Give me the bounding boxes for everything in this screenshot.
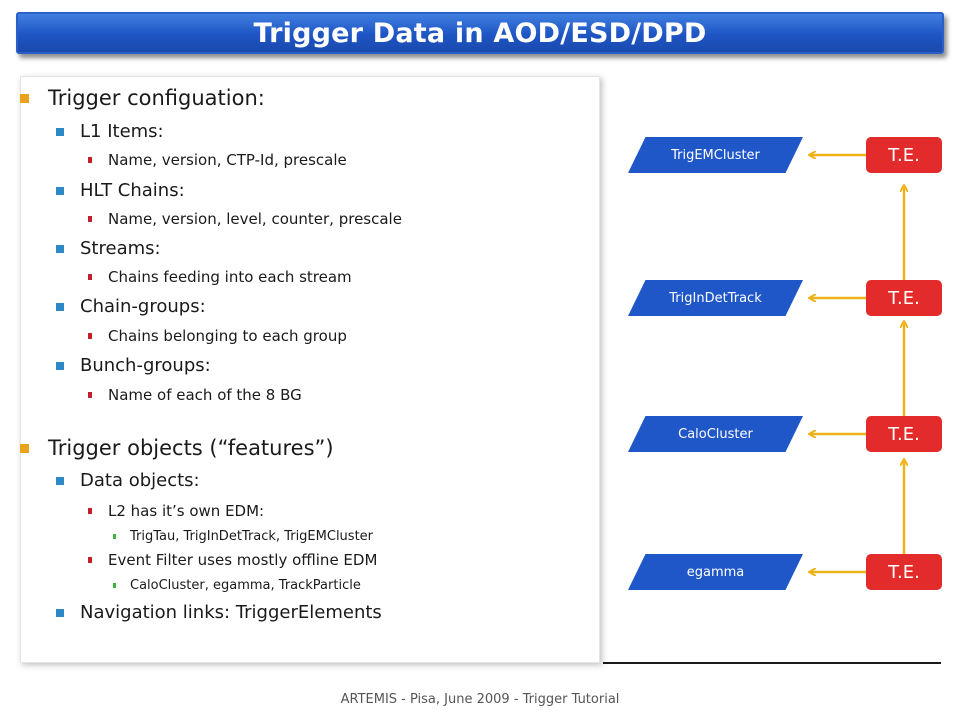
trigger-element-1: T.E. bbox=[866, 137, 942, 173]
bullet-square-icon bbox=[56, 477, 64, 485]
bullet-navigation-links: Navigation links: TriggerElements bbox=[56, 602, 382, 623]
bullet-square-icon bbox=[56, 245, 64, 253]
bullet-mark-icon bbox=[88, 216, 92, 222]
bullet-square-icon bbox=[56, 303, 64, 311]
slide-title-bar: Trigger Data in AOD/ESD/DPD bbox=[16, 12, 944, 54]
bullet-event-filter-detail: CaloCluster, egamma, TrackParticle bbox=[113, 578, 361, 593]
bullet-trigger-configuration: Trigger configuation: bbox=[20, 86, 265, 110]
bullet-chain-groups: Chain-groups: bbox=[56, 296, 206, 317]
bullet-l1-items-detail: Name, version, CTP-Id, prescale bbox=[88, 151, 347, 169]
bullet-square-icon bbox=[56, 609, 64, 617]
bullet-mark-icon bbox=[88, 557, 92, 563]
trigger-element-4: T.E. bbox=[866, 554, 942, 590]
bullet-trigger-objects: Trigger objects (“features”) bbox=[20, 436, 334, 460]
bullet-mark-icon bbox=[113, 534, 116, 539]
bullet-mark-icon bbox=[88, 274, 92, 280]
data-object-egamma: egamma bbox=[628, 554, 803, 590]
bullet-mark-icon bbox=[88, 333, 92, 339]
data-object-trigemcluster: TrigEMCluster bbox=[628, 137, 803, 173]
bullet-event-filter: Event Filter uses mostly offline EDM bbox=[88, 551, 377, 569]
bullet-streams: Streams: bbox=[56, 238, 161, 259]
content-panel bbox=[20, 76, 600, 663]
bullet-l2-edm: L2 has it’s own EDM: bbox=[88, 502, 264, 520]
slide-footer: ARTEMIS - Pisa, June 2009 - Trigger Tuto… bbox=[340, 692, 620, 707]
bullet-hlt-chains: HLT Chains: bbox=[56, 180, 185, 201]
bullet-square-icon bbox=[56, 187, 64, 195]
bottom-divider bbox=[603, 662, 941, 664]
bullet-hlt-chains-detail: Name, version, level, counter, prescale bbox=[88, 210, 402, 228]
data-object-calocluster: CaloCluster bbox=[628, 416, 803, 452]
bullet-bunch-groups-detail: Name of each of the 8 BG bbox=[88, 386, 302, 404]
data-object-trigindettrack: TrigInDetTrack bbox=[628, 280, 803, 316]
bullet-bunch-groups: Bunch-groups: bbox=[56, 355, 211, 376]
bullet-l1-items: L1 Items: bbox=[56, 121, 164, 142]
trigger-element-2: T.E. bbox=[866, 280, 942, 316]
bullet-chain-groups-detail: Chains belonging to each group bbox=[88, 327, 347, 345]
bullet-mark-icon bbox=[113, 583, 116, 588]
bullet-streams-detail: Chains feeding into each stream bbox=[88, 268, 352, 286]
bullet-square-icon bbox=[20, 444, 29, 453]
bullet-mark-icon bbox=[88, 508, 92, 514]
bullet-square-icon bbox=[56, 362, 64, 370]
bullet-mark-icon bbox=[88, 392, 92, 398]
bullet-mark-icon bbox=[88, 157, 92, 163]
bullet-square-icon bbox=[20, 94, 29, 103]
bullet-l2-edm-detail: TrigTau, TrigInDetTrack, TrigEMCluster bbox=[113, 529, 373, 544]
slide-title: Trigger Data in AOD/ESD/DPD bbox=[253, 17, 707, 49]
trigger-element-3: T.E. bbox=[866, 416, 942, 452]
bullet-data-objects: Data objects: bbox=[56, 470, 200, 491]
bullet-square-icon bbox=[56, 128, 64, 136]
